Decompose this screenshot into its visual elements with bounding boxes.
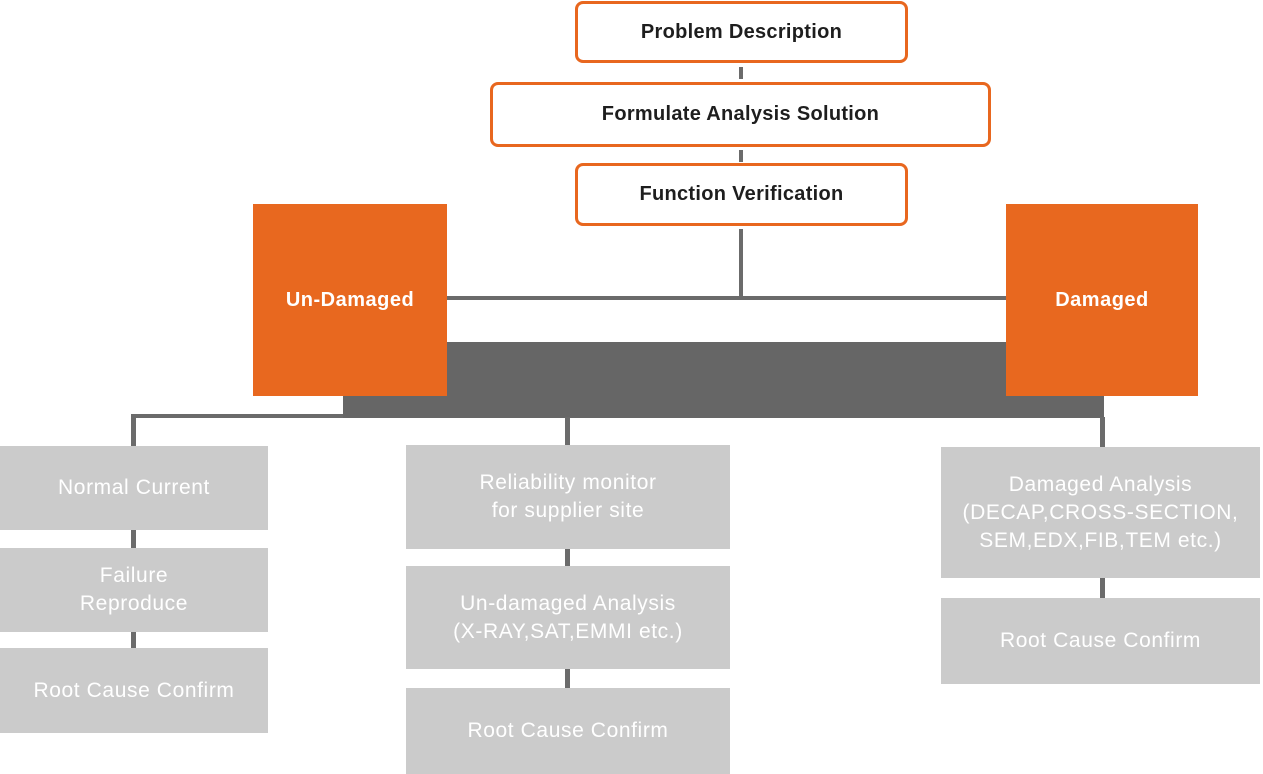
connector-vertical bbox=[131, 530, 136, 548]
divider-bar-lower bbox=[343, 396, 1104, 418]
branch-label: Damaged bbox=[1055, 288, 1149, 311]
connector-vertical bbox=[565, 669, 570, 688]
connector-vertical bbox=[739, 150, 743, 162]
process-box-un-damaged-analysis: Un-damaged Analysis (X-RAY,SAT,EMMI etc.… bbox=[406, 566, 730, 669]
process-box-line: for supplier site bbox=[491, 499, 645, 522]
branch-box-damaged: Damaged bbox=[1006, 204, 1198, 396]
process-box-line: Normal Current bbox=[58, 476, 210, 499]
flow-box-label: Formulate Analysis Solution bbox=[601, 103, 880, 125]
process-box-failure-reproduce: Failure Reproduce bbox=[0, 548, 268, 632]
branch-label: Un-Damaged bbox=[285, 288, 415, 311]
process-box-normal-current: Normal Current bbox=[0, 446, 268, 530]
flow-box-function-verification: Function Verification bbox=[575, 163, 908, 226]
branch-box-un-damaged: Un-Damaged bbox=[253, 204, 447, 396]
process-box-line: Reproduce bbox=[79, 592, 189, 615]
process-box-line: Root Cause Confirm bbox=[467, 719, 669, 742]
process-box-root-cause-confirm-right: Root Cause Confirm bbox=[941, 598, 1260, 684]
connector-branch-horizontal bbox=[447, 296, 1006, 300]
process-box-root-cause-confirm-left: Root Cause Confirm bbox=[0, 648, 268, 733]
connector-left-horizontal bbox=[131, 414, 343, 418]
process-box-root-cause-confirm-middle: Root Cause Confirm bbox=[406, 688, 730, 774]
process-box-line: Failure bbox=[99, 564, 169, 587]
connector-vertical bbox=[565, 549, 570, 566]
process-box-line: Un-damaged Analysis bbox=[460, 591, 676, 615]
process-box-line: (X-RAY,SAT,EMMI etc.) bbox=[453, 619, 683, 643]
process-box-line: SEM,EDX,FIB,TEM etc.) bbox=[979, 528, 1222, 552]
process-box-line: Root Cause Confirm bbox=[999, 629, 1202, 652]
connector-left-drop bbox=[131, 414, 136, 446]
flow-box-formulate-analysis-solution: Formulate Analysis Solution bbox=[490, 82, 991, 147]
connector-vertical bbox=[1100, 578, 1105, 598]
flow-box-label: Problem Description bbox=[640, 20, 843, 43]
flow-box-problem-description: Problem Description bbox=[575, 1, 908, 63]
process-box-line: Damaged Analysis bbox=[1008, 472, 1193, 496]
process-box-damaged-analysis: Damaged Analysis (DECAP,CROSS-SECTION, S… bbox=[941, 447, 1260, 578]
connector-vertical bbox=[739, 229, 743, 297]
connector-right-drop bbox=[1100, 417, 1105, 447]
connector-middle-drop bbox=[565, 417, 570, 445]
connector-vertical bbox=[131, 632, 136, 648]
flow-box-label: Function Verification bbox=[639, 183, 844, 205]
process-box-line: Root Cause Confirm bbox=[33, 678, 235, 702]
process-box-line: Reliability monitor bbox=[479, 471, 657, 494]
process-box-line: (DECAP,CROSS-SECTION, bbox=[962, 500, 1239, 524]
connector-vertical bbox=[739, 67, 743, 79]
process-box-reliability-monitor: Reliability monitor for supplier site bbox=[406, 445, 730, 549]
divider-bar-upper bbox=[447, 342, 1006, 396]
